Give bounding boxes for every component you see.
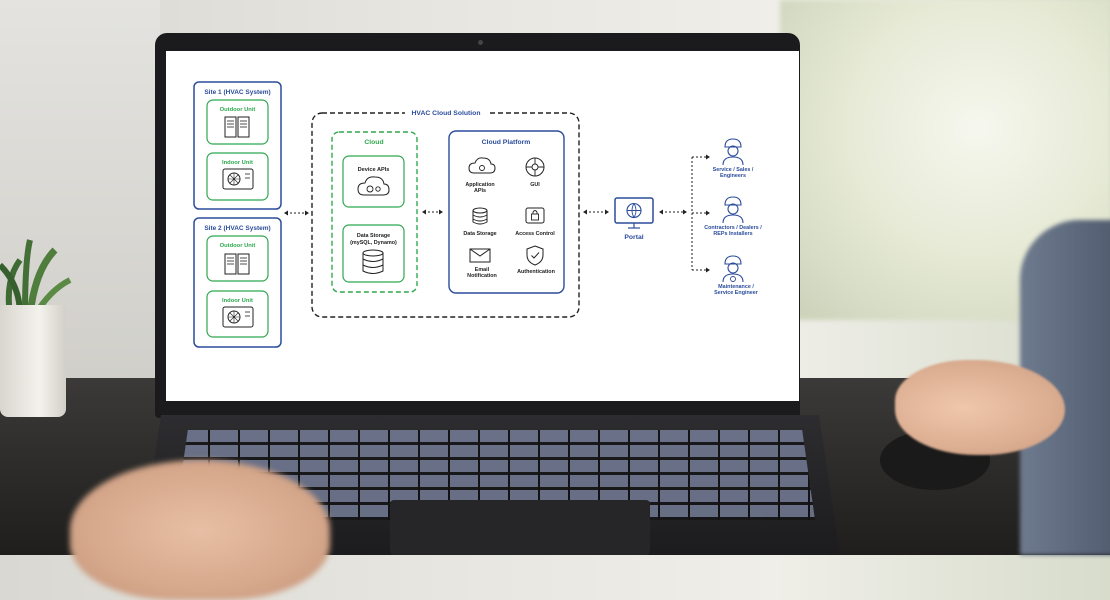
site1-outdoor-box [206,99,269,145]
site2-indoor-label: Indoor Unit [222,298,253,304]
cloud-gear-icon [357,176,390,196]
site1-title: Site 1 (HVAC System) [204,89,270,96]
right-hand [895,360,1065,455]
indoor-unit-icon [222,168,254,190]
user2-line1: Contractors / Dealers / [704,225,762,231]
site1-box [193,81,282,210]
solution-title: HVAC Cloud Solution [412,110,481,117]
outdoor-unit-icon [224,253,250,275]
email-icon [469,248,491,263]
cloud-settings-icon [468,157,496,174]
site1-indoor-label: Indoor Unit [222,160,253,166]
cloud-title: Cloud [364,139,383,146]
cloud-frame [331,131,418,293]
platform-box [448,130,565,294]
platform-title: Cloud Platform [482,139,531,146]
branch-connector [691,154,710,273]
site1-indoor-box [206,152,269,201]
database-icon [472,207,488,225]
portal-monitor-icon [614,197,654,229]
app-apis-line1: Application [465,182,494,188]
database-icon [362,249,384,274]
left-hand [70,460,330,600]
app-apis-line2: APIs [474,188,486,194]
network-icon [525,157,545,177]
storage-label-line2: (mySQL, Dynamo) [350,240,397,246]
webcam [478,40,483,45]
email-line1: Email [475,267,490,273]
connector-arrow [284,210,309,216]
user3-line2: Service Engineer [714,290,759,296]
site2-box [193,217,282,348]
connector-arrow [659,209,687,215]
plant-pot [0,305,66,417]
laptop-screen: Site 1 (HVAC System) Outdoor Unit Indoor… [166,51,799,401]
indoor-unit-icon [222,306,254,328]
touchpad [390,500,650,555]
connector-arrow [422,209,443,215]
maintenance-icon [722,255,744,283]
device-apis-label: Device APIs [358,167,390,173]
portal-label: Portal [624,234,643,241]
gui-label: GUI [530,182,540,188]
storage-label-line1: Data Storage [357,233,390,239]
outdoor-unit-icon [224,116,250,138]
device-apis-box [342,155,405,208]
data-storage-box [342,224,405,283]
engineer-icon [722,138,744,166]
user1-line1: Service / Sales / [713,167,754,173]
user2-line2: REPs Installers [713,231,752,237]
lock-screen-icon [525,207,545,224]
worker-icon [722,196,744,224]
user1-line2: Engineers [720,173,746,179]
connector-arrow [583,209,609,215]
authentication-label: Authentication [517,269,555,275]
user3-line1: Maintenance / [718,284,754,290]
site2-title: Site 2 (HVAC System) [204,225,270,232]
access-control-label: Access Control [515,231,555,237]
site2-indoor-box [206,290,269,338]
platform-data-storage-label: Data Storage [463,231,496,237]
site2-outdoor-box [206,235,269,282]
site2-outdoor-label: Outdoor Unit [220,243,256,249]
email-line2: Notification [467,273,497,279]
hvac-diagram: Site 1 (HVAC System) Outdoor Unit Indoor… [193,81,762,348]
site1-outdoor-label: Outdoor Unit [220,107,256,113]
shield-icon [526,245,544,266]
solution-frame [311,112,580,318]
